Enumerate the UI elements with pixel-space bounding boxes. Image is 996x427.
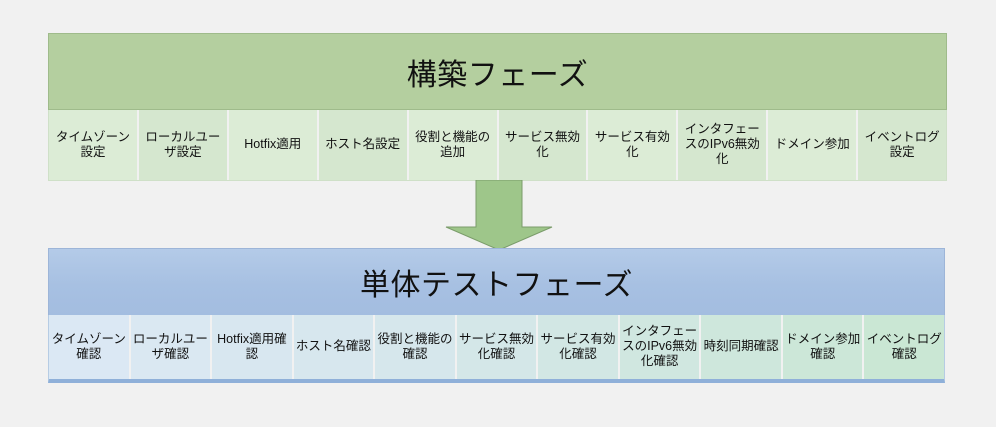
step-cell: 役割と機能の追加	[408, 110, 499, 180]
step-cell: イベントログ設定	[858, 110, 947, 180]
step-cell: イベントログ確認	[864, 315, 945, 379]
phase-title-unittest: 単体テストフェーズ	[48, 248, 945, 315]
step-cell: ホスト名設定	[318, 110, 409, 180]
phase-title-build: 構築フェーズ	[48, 33, 947, 110]
step-cell: ローカルユーザ確認	[130, 315, 213, 379]
step-cell: サービス無効化	[498, 110, 589, 180]
step-cell: ホスト名確認	[293, 315, 376, 379]
step-cell: Hotfix適用	[228, 110, 319, 180]
step-cell: Hotfix適用確認	[212, 315, 294, 379]
step-cell: ドメイン参加確認	[782, 315, 865, 379]
step-cell: 役割と機能の確認	[375, 315, 457, 379]
step-cell: サービス無効化確認	[456, 315, 539, 379]
step-cell: 時刻同期確認	[701, 315, 783, 379]
down-arrow-icon	[445, 180, 553, 251]
step-cell: ドメイン参加	[768, 110, 859, 180]
step-cell: タイムゾーン確認	[49, 315, 131, 379]
down-arrow-shape	[445, 180, 553, 251]
step-cell: タイムゾーン設定	[49, 110, 139, 180]
phase-steps-unittest: タイムゾーン確認 ローカルユーザ確認 Hotfix適用確認 ホスト名確認 役割と…	[48, 315, 945, 383]
phase-steps-build: タイムゾーン設定 ローカルユーザ設定 Hotfix適用 ホスト名設定 役割と機能…	[48, 110, 947, 181]
step-cell: サービス有効化	[588, 110, 679, 180]
step-cell: インタフェースのIPv6無効化確認	[619, 315, 702, 379]
step-cell: ローカルユーザ設定	[138, 110, 229, 180]
phase-block-build: 構築フェーズ タイムゾーン設定 ローカルユーザ設定 Hotfix適用 ホスト名設…	[48, 33, 947, 181]
step-cell: インタフェースのIPv6無効化	[678, 110, 769, 180]
step-cell: サービス有効化確認	[538, 315, 620, 379]
phase-block-unittest: 単体テストフェーズ タイムゾーン確認 ローカルユーザ確認 Hotfix適用確認 …	[48, 248, 945, 389]
